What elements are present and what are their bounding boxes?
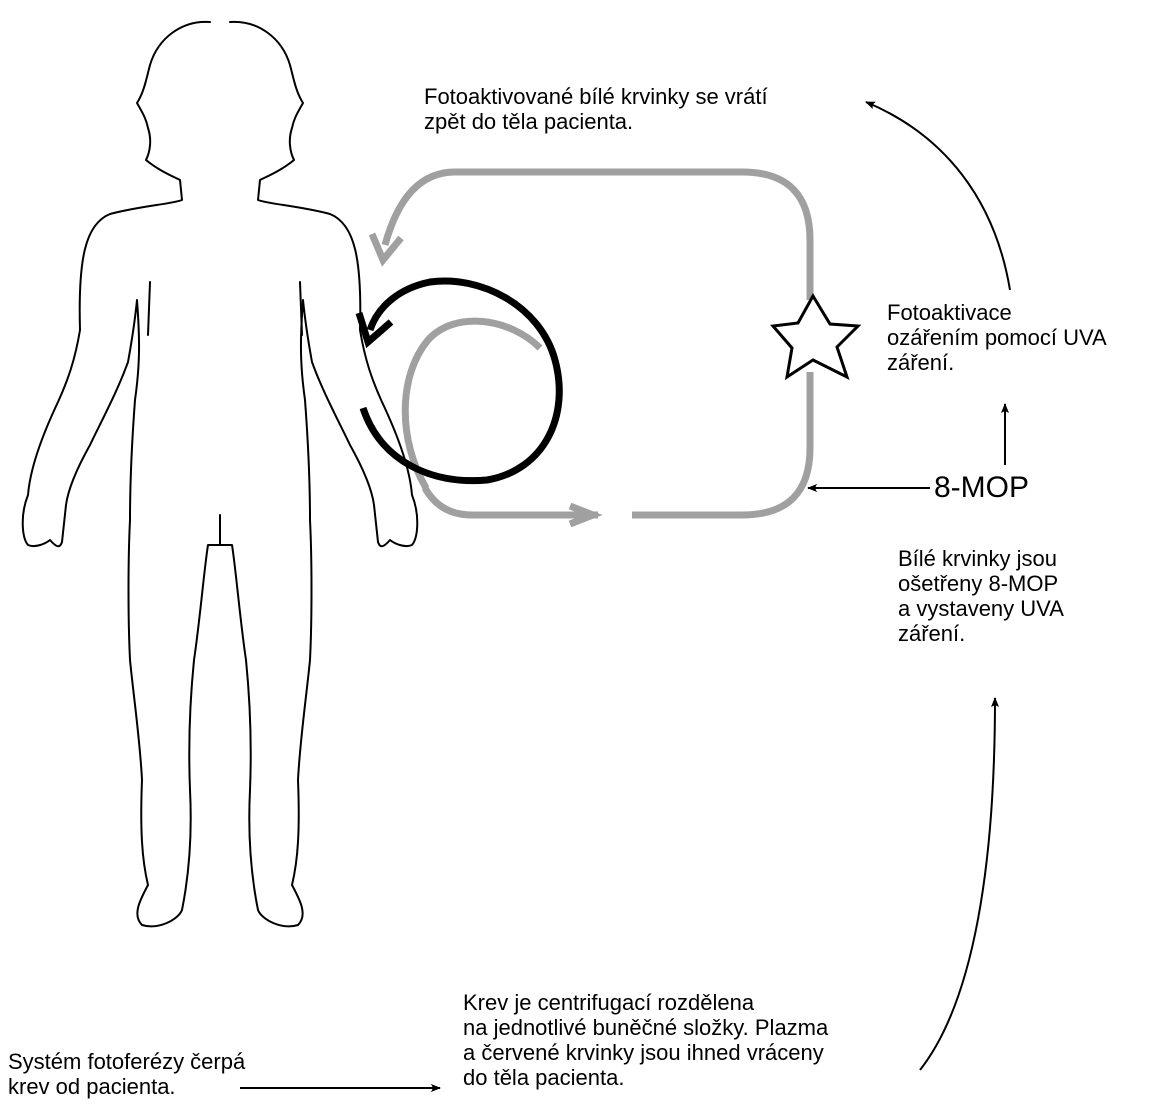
treatment-line-2: ošetřeny 8-MOP (898, 571, 1064, 596)
centrifuge-loop (359, 281, 559, 481)
arrow-centrifuge-to-treatment (920, 698, 995, 1070)
treatment-line-3: a vystaveny UVA (898, 596, 1064, 621)
return-to-patient-line-2: zpět do těla pacienta. (424, 109, 768, 134)
loop-arc (363, 281, 559, 481)
photoactivation-label: Fotoaktivace ozářením pomocí UVA záření. (887, 300, 1107, 375)
pump-line-2: krev od pacienta. (8, 1074, 245, 1099)
body-left-half (23, 22, 220, 926)
centrifugation-line-1: Krev je centrifugací rozdělena (463, 990, 828, 1015)
photoactivation-line-1: Fotoaktivace (887, 300, 1107, 325)
centrifugation-line-4: do těla pacienta. (463, 1065, 828, 1090)
circuit-right-bottom (632, 372, 810, 515)
photoactivation-line-3: záření. (887, 350, 1107, 375)
human-silhouette (23, 22, 418, 926)
centrifugation-label: Krev je centrifugací rozdělena na jednot… (463, 990, 828, 1090)
photoactivation-line-2: ozářením pomocí UVA (887, 325, 1107, 350)
arm-seam-right (300, 282, 302, 335)
circuit-bottom-left (425, 488, 598, 515)
treatment-line-1: Bílé krvinky jsou (898, 546, 1064, 571)
circuit (372, 172, 810, 524)
treatment-line-4: záření. (898, 621, 1064, 646)
circuit-centrifuge-ring (405, 321, 540, 488)
centrifugation-line-3: a červené krvinky jsou ihned vráceny (463, 1040, 828, 1065)
return-to-patient-line-1: Fotoaktivované bílé krvinky se vrátí (424, 84, 768, 109)
arrow-to-return-text (866, 102, 1010, 290)
return-to-patient-label: Fotoaktivované bílé krvinky se vrátí zpě… (424, 84, 768, 134)
pump-line-1: Systém fotoferézy čerpá (8, 1049, 245, 1074)
star-icon (773, 296, 858, 377)
centrifugation-line-2: na jednotlivé buněčné složky. Plazma (463, 1015, 828, 1040)
pump-label: Systém fotoferézy čerpá krev od pacienta… (8, 1049, 245, 1099)
arm-seam-left (148, 282, 150, 335)
mop-label: 8-MOP (934, 472, 1029, 504)
body-right-half (220, 22, 417, 926)
treatment-label: Bílé krvinky jsou ošetřeny 8-MOP a vysta… (898, 546, 1064, 646)
